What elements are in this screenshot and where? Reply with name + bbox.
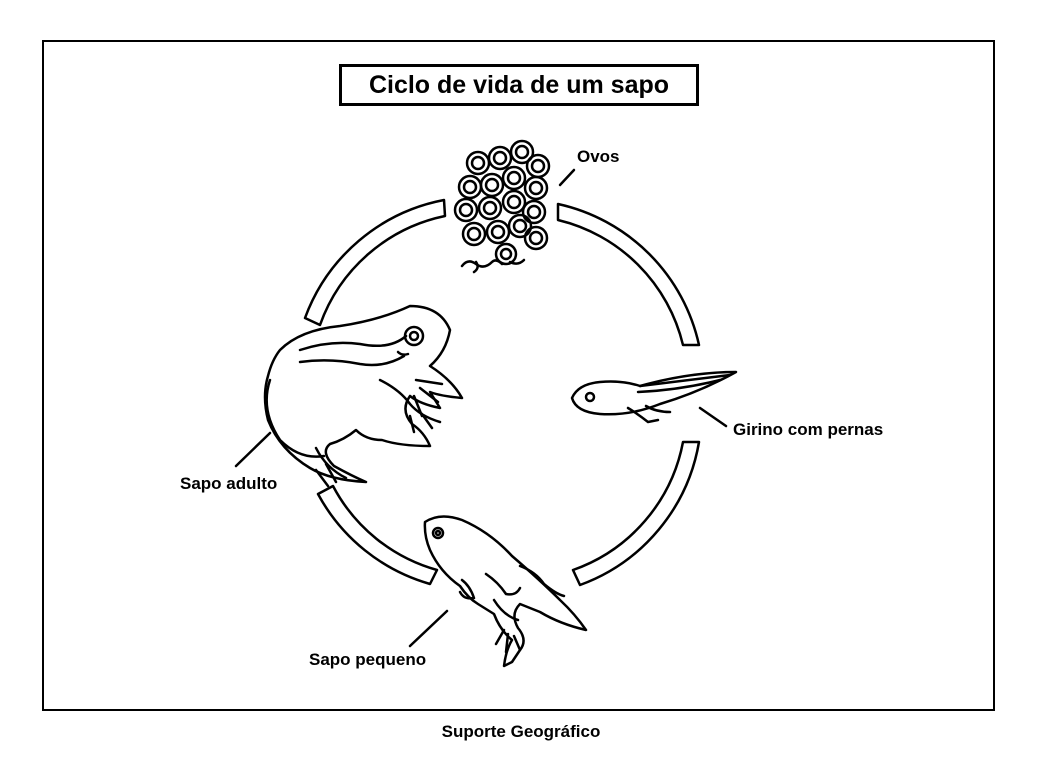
froglet-illustration xyxy=(423,515,588,668)
cycle-arrows xyxy=(303,198,701,587)
eggs-leader-line xyxy=(558,168,576,187)
source-credit: Suporte Geográfico xyxy=(441,722,601,741)
eggs-illustration xyxy=(453,139,551,274)
cycle-arc-top-right xyxy=(556,202,701,347)
cycle-arc-bottom-left xyxy=(316,484,439,586)
adult-frog-label: Sapo adulto xyxy=(180,474,278,493)
adult-leader-line xyxy=(234,431,272,468)
cycle-arc-top-left xyxy=(303,198,447,327)
eggs-label: Ovos xyxy=(577,147,620,166)
tadpole-label: Girino com pernas xyxy=(733,420,884,439)
tadpole-illustration xyxy=(570,370,738,424)
tadpole-leader-line xyxy=(698,406,728,428)
froglet-leader-line xyxy=(408,609,449,648)
cycle-arc-bottom-right xyxy=(571,440,701,587)
diagram-frame xyxy=(42,40,995,711)
adult-frog-illustration xyxy=(263,304,464,488)
froglet-label: Sapo pequeno xyxy=(309,650,427,669)
diagram-title: Ciclo de vida de um sapo xyxy=(339,64,699,106)
